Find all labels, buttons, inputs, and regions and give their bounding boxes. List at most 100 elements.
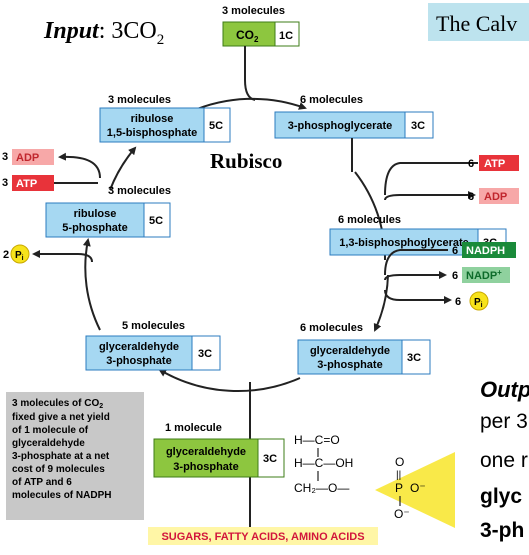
ru5p-line1: ribulose	[74, 208, 117, 220]
g3p-left-count: 5 molecules	[122, 320, 185, 332]
left-adp-arrow	[58, 152, 101, 179]
right-nadp-box	[462, 267, 510, 283]
summary-line-2: fixed give a net yield	[12, 412, 110, 423]
pga-count: 6 molecules	[300, 94, 363, 106]
right-atp-box	[479, 155, 519, 171]
summary-line-3: of 1 molecule of	[12, 425, 89, 436]
title-tab	[428, 3, 529, 41]
right-nadph-box	[462, 242, 516, 258]
rubp-carbons: 5C	[209, 120, 223, 132]
g3p-out-box	[153, 438, 259, 478]
structure-row-1: H—C=O	[294, 433, 340, 447]
right-pi-arrow	[384, 289, 452, 304]
structure-o-top: O	[395, 455, 404, 469]
right-adp-box	[479, 188, 519, 204]
phosphate-highlight	[375, 452, 455, 528]
output-line-2: one r	[480, 449, 528, 472]
g3p-left-line2: 3-phosphate	[106, 355, 171, 367]
bpg-name: 1,3-bisphosphoglycerate	[339, 237, 469, 249]
output-line-1: per 3	[480, 410, 528, 433]
g3p-right-carbons: 3C	[407, 352, 421, 364]
input-label: Input: 3CO2	[43, 18, 164, 48]
g3p-left-carbon-box	[191, 335, 221, 371]
structure-o-bottom: O⁻	[394, 507, 410, 521]
output-line-4: 3-ph	[480, 519, 524, 542]
output-line-3: glyc	[480, 485, 522, 508]
cycle-arc-left-upper	[109, 146, 137, 191]
ru5p-count: 3 molecules	[108, 185, 171, 197]
right-adp-num: 6	[468, 191, 474, 203]
right-nadph-label: NADPH	[466, 245, 505, 257]
pga-box	[274, 111, 406, 139]
summary-line-7: of ATP and 6	[12, 477, 72, 488]
summary-line-8: molecules of NADPH	[12, 490, 111, 501]
structure-row-3: CH₂—O—	[294, 481, 349, 495]
bpg-count: 6 molecules	[338, 214, 401, 226]
g3p-structure: H—C=O H—C—OH CH₂—O— O || P O⁻ O⁻	[294, 433, 426, 521]
rubp-count: 3 molecules	[108, 94, 171, 106]
output-title: Outp	[480, 377, 529, 402]
co2-arrow	[244, 46, 256, 101]
left-pi-label: Pi	[15, 250, 24, 262]
co2-count: 3 molecules	[222, 5, 285, 17]
pga-carbon-box	[404, 111, 434, 139]
g3p-right-box	[297, 339, 403, 375]
structure-p: P	[395, 481, 403, 495]
right-atp-num: 6	[468, 158, 474, 170]
products-label: SUGARS, FATTY ACIDS, AMINO ACIDS	[161, 531, 364, 543]
g3p-left-carbons: 3C	[198, 348, 212, 360]
cycle-arc-left-lower	[82, 238, 101, 331]
ru5p-carbon-box	[143, 202, 171, 238]
summary-text: 3 molecules of CO2 fixed give a net yiel…	[12, 398, 111, 501]
right-nadph-line	[384, 249, 448, 276]
g3p-right-carbon-box	[401, 339, 431, 375]
right-nadp-num: 6	[452, 270, 458, 282]
structure-o-right: O⁻	[410, 481, 426, 495]
rubp-box	[99, 107, 205, 143]
right-pi-label: Pi	[474, 297, 483, 309]
ru5p-carbons: 5C	[149, 215, 163, 227]
rubp-line2: 1,5-bisphosphate	[107, 127, 197, 139]
pga-name: 3-phosphoglycerate	[288, 120, 393, 132]
co2-carbon-box	[274, 21, 300, 47]
g3p-right-count: 6 molecules	[300, 322, 363, 334]
left-atp-box	[12, 175, 54, 191]
right-atp-label: ATP	[484, 158, 505, 170]
pga-carbons: 3C	[411, 120, 425, 132]
summary-line-5: 3-phosphate at a net	[12, 451, 110, 462]
title-tab-text: The Calv	[436, 11, 517, 36]
left-atp-num: 3	[2, 177, 8, 189]
right-nadp-arrow	[384, 271, 447, 281]
right-pi-num: 6	[455, 296, 461, 308]
g3p-out-carbon-box	[257, 438, 285, 478]
left-pi-circle	[10, 244, 30, 264]
rubisco-label: Rubisco	[210, 149, 282, 173]
g3p-out-carbons: 3C	[263, 453, 277, 465]
products-bar	[148, 527, 378, 545]
left-adp-box	[12, 149, 54, 165]
summary-line-1: 3 molecules of CO2	[12, 398, 103, 410]
left-pi-num: 2	[3, 249, 9, 261]
g3p-right-line1: glyceraldehyde	[310, 345, 390, 357]
left-pi-arrow	[32, 250, 93, 263]
ru5p-box	[45, 202, 145, 238]
co2-formula: CO2	[236, 28, 259, 44]
left-adp-num: 3	[2, 151, 8, 163]
g3p-left-box	[85, 335, 193, 371]
co2-carbons: 1C	[279, 30, 293, 42]
rubp-carbon-box	[203, 107, 231, 143]
g3p-right-line2: 3-phosphate	[317, 359, 382, 371]
summary-box	[6, 392, 144, 520]
structure-row-2: H—C—OH	[294, 456, 353, 470]
g3p-out-line1: glyceraldehyde	[166, 446, 246, 458]
structure-double-bond: ||	[396, 470, 401, 481]
g3p-out-count: 1 molecule	[165, 422, 222, 434]
cycle-arc-bottom	[158, 368, 301, 392]
right-adp-arrow	[384, 191, 476, 201]
output-text: Outp per 3 one r glyc 3-ph	[480, 377, 529, 542]
left-atp-label: ATP	[16, 178, 37, 190]
summary-line-6: cost of 9 molecules	[12, 464, 105, 475]
cycle-arc-top	[189, 97, 307, 113]
